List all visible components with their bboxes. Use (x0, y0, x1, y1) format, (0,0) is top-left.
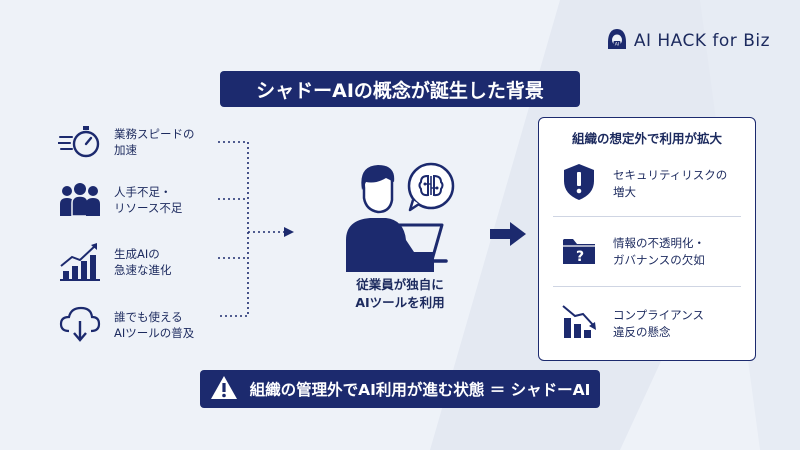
right-arrow-icon (490, 222, 526, 246)
conclusion-banner: 組織の管理外でAI利用が進む状態 ＝ シャドーAI (200, 370, 600, 408)
driver-item: 人手不足・ リソース不足 (58, 180, 182, 220)
title-banner: シャドーAIの概念が誕生した背景 (220, 71, 580, 107)
person-laptop-icon (326, 160, 476, 279)
people-icon (58, 180, 102, 220)
driver-item: 業務スピードの 加速 (58, 122, 195, 162)
driver-label: 誰でも使える AIツールの普及 (114, 310, 195, 340)
stopwatch-icon (58, 122, 102, 162)
cloud-download-icon (58, 305, 102, 345)
conclusion-text: 組織の管理外でAI利用が進む状態 ＝ シャドーAI (249, 381, 591, 399)
driver-item: 生成AIの 急速な進化 (58, 242, 172, 282)
logo-text: AI HACK for Biz (633, 31, 770, 51)
driver-item: 誰でも使える AIツールの普及 (58, 305, 194, 345)
warning-icon (210, 375, 238, 404)
risk-label: コンプライアンス 違反の懸念 (613, 308, 704, 339)
risk-divider (553, 286, 741, 287)
risk-label: 情報の不透明化・ ガバナンスの欠如 (613, 236, 705, 267)
driver-label: 業務スピードの 加速 (114, 127, 195, 157)
driver-label: 生成AIの 急速な進化 (114, 247, 172, 277)
risk-item: セキュリティリスクの 増大 (561, 162, 727, 206)
risk-panel: 組織の想定外で利用が拡大 セキュリティリスクの 増大 ? 情報の不透明化・ (538, 117, 756, 361)
hacker-hood-icon: AI (606, 28, 628, 54)
svg-text:?: ? (576, 249, 584, 265)
brand-logo: AI AI HACK for Biz (606, 28, 770, 54)
shield-alert-icon (561, 162, 597, 206)
risk-item: コンプライアンス 違反の懸念 (561, 302, 704, 346)
declining-chart-icon (561, 302, 597, 346)
driver-label: 人手不足・ リソース不足 (114, 185, 183, 215)
risk-panel-title: 組織の想定外で利用が拡大 (571, 131, 722, 146)
risk-item: ? 情報の不透明化・ ガバナンスの欠如 (561, 232, 705, 272)
svg-text:AI: AI (615, 41, 619, 47)
brain-circuit-icon (417, 172, 445, 204)
center-caption: 従業員が独自に AIツールを利用 (355, 277, 445, 310)
connector-arrowhead (284, 227, 294, 237)
risk-divider (553, 216, 741, 217)
growth-chart-icon (58, 242, 102, 282)
folder-question-icon: ? (561, 232, 597, 272)
risk-label: セキュリティリスクの 増大 (613, 168, 728, 199)
